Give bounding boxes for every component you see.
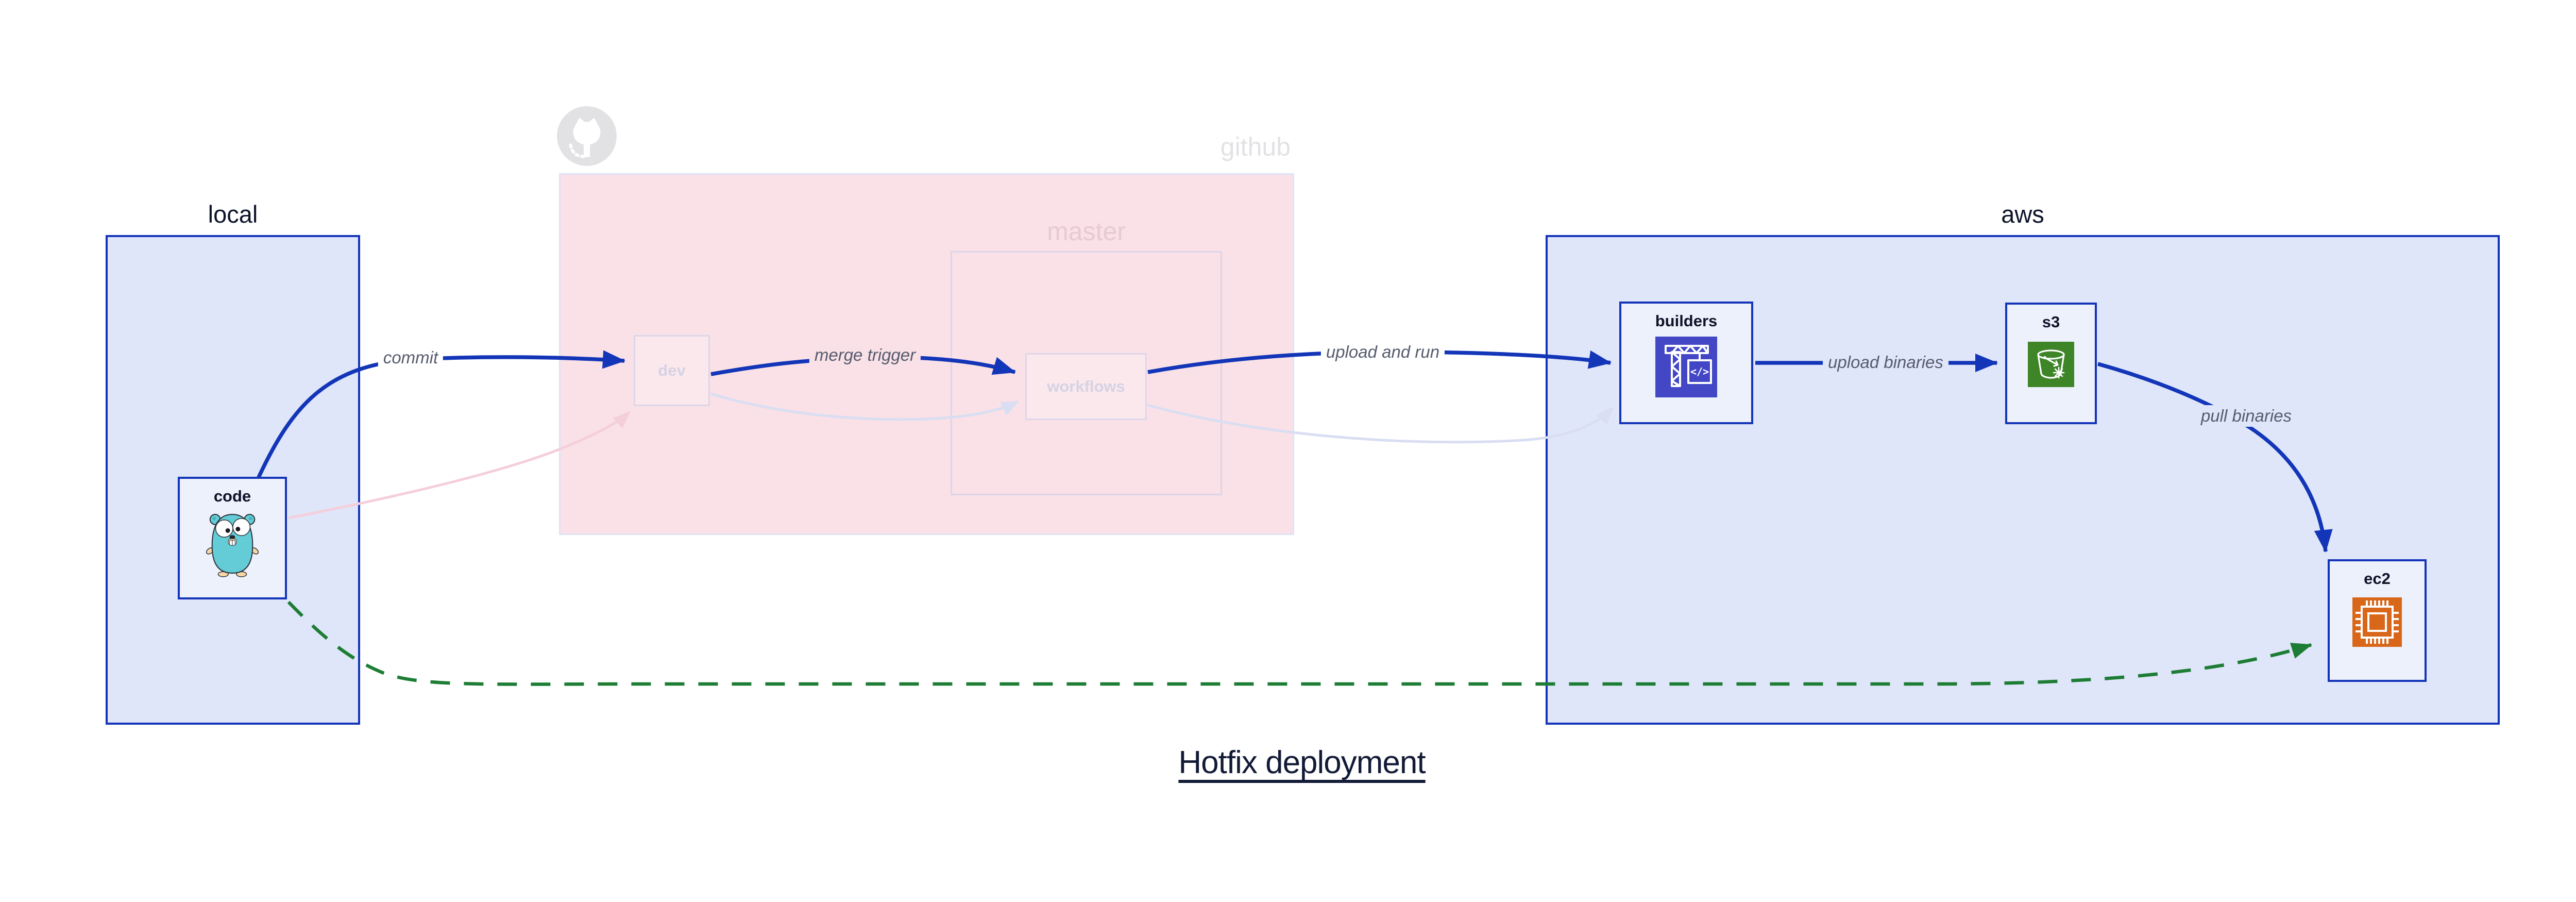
group-label-github: github (1220, 132, 1291, 161)
ec2-chip-icon (2352, 597, 2402, 647)
node-builders: builders </> (1619, 302, 1753, 424)
diagram-title-text: Hotfix deployment (1178, 745, 1426, 780)
github-octocat-icon (557, 106, 617, 166)
edge-label-merge-trigger: merge trigger (809, 344, 921, 366)
go-gopher-icon (206, 513, 259, 577)
codebuild-crane-icon: </> (1655, 337, 1717, 397)
node-dev: dev (634, 335, 710, 406)
node-ec2: ec2 (2328, 559, 2427, 682)
edge-label-commit: commit (378, 347, 444, 369)
s3-bucket-icon (2028, 342, 2074, 387)
group-label-local: local (208, 201, 258, 228)
node-dev-label: dev (658, 361, 686, 379)
svg-text:</>: </> (1690, 365, 1709, 378)
node-code-label: code (213, 487, 251, 505)
node-s3-label: s3 (2042, 313, 2060, 331)
diagram-title: Hotfix deployment (0, 744, 2576, 781)
node-builders-label: builders (1655, 312, 1718, 330)
group-label-aws: aws (2001, 201, 2044, 228)
node-workflows: workflows (1025, 353, 1147, 420)
node-workflows-label: workflows (1047, 377, 1125, 395)
edge-label-upload-binaries: upload binaries (1823, 352, 1948, 373)
group-label-master: master (1047, 217, 1126, 246)
node-code: code (178, 477, 287, 599)
edge-label-pull-binaries: pull binaries (2195, 405, 2297, 427)
node-s3: s3 (2005, 303, 2097, 424)
edge-label-upload-and-run: upload and run (1320, 341, 1445, 363)
node-ec2-label: ec2 (2364, 570, 2391, 588)
